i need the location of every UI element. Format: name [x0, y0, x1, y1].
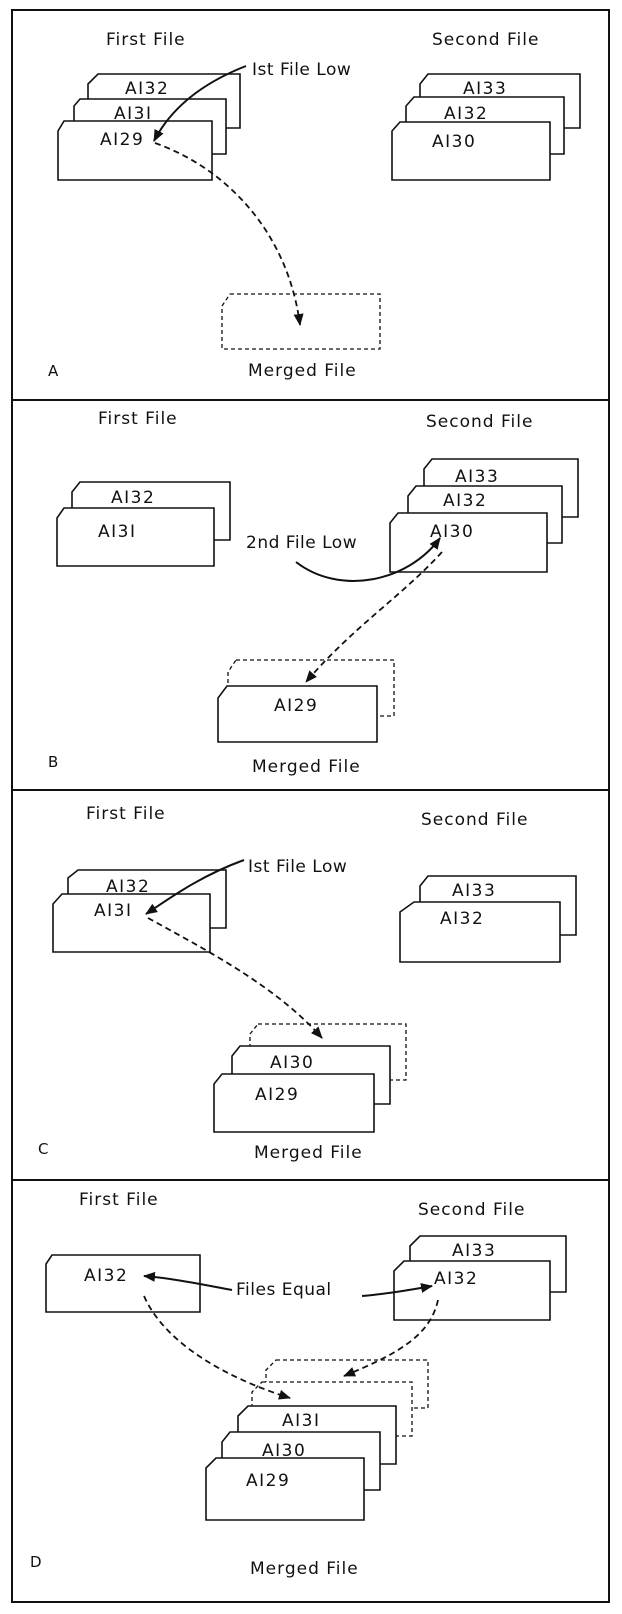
card-label: AI32 — [125, 79, 169, 99]
card-label: AI30 — [270, 1053, 314, 1073]
second-file-title: Second File — [421, 810, 528, 830]
low-label: Ist File Low — [252, 60, 351, 80]
first-file-title: First File — [98, 409, 178, 429]
panel-letter: A — [48, 362, 59, 380]
panel-d: First File Second File AI32 AI33 AI32 AI… — [12, 1180, 609, 1602]
panel-letter: B — [48, 753, 58, 771]
card-label: AI32 — [440, 909, 484, 929]
first-file-title: First File — [86, 804, 166, 824]
card-label: AI30 — [432, 132, 476, 152]
card-label: AI32 — [111, 488, 155, 508]
card-label: AI32 — [84, 1266, 128, 1286]
card-label: AI29 — [246, 1471, 290, 1491]
card-label: AI29 — [274, 696, 318, 716]
panel-a: First File Second File AI32 AI3I AI29 AI… — [12, 10, 609, 400]
card-label: AI30 — [430, 522, 474, 542]
card-label: AI29 — [100, 130, 144, 150]
card-label: AI33 — [455, 467, 499, 487]
card-label: AI32 — [434, 1269, 478, 1289]
card-label: AI3I — [94, 901, 132, 921]
card-label: AI3I — [98, 522, 136, 542]
card-label: AI32 — [443, 491, 487, 511]
empty-merged-slot — [222, 294, 380, 349]
merged-file-title: Merged File — [248, 361, 357, 381]
second-file-title: Second File — [432, 30, 539, 50]
merged-file-title: Merged File — [254, 1143, 363, 1163]
panel-c: First File Second File AI32 AI3I AI33 AI… — [12, 790, 609, 1180]
card-label: AI33 — [452, 1241, 496, 1261]
panel-letter: D — [30, 1553, 42, 1571]
card-label: AI29 — [255, 1085, 299, 1105]
card-label: AI33 — [452, 881, 496, 901]
first-file-title: First File — [106, 30, 186, 50]
merged-file-title: Merged File — [252, 757, 361, 777]
merged-file-title: Merged File — [250, 1559, 359, 1579]
panel-b: First File Second File AI32 AI3I AI33 AI… — [12, 400, 609, 790]
panel-letter: C — [38, 1140, 48, 1158]
second-file-title: Second File — [426, 412, 533, 432]
low-label: Ist File Low — [248, 857, 347, 877]
card-label: AI33 — [463, 79, 507, 99]
second-file-title: Second File — [418, 1200, 525, 1220]
low-label: Files Equal — [236, 1280, 332, 1300]
card-label: AI32 — [444, 104, 488, 124]
low-label: 2nd File Low — [246, 533, 357, 553]
first-file-title: First File — [79, 1190, 159, 1210]
card-label: AI3I — [282, 1411, 320, 1431]
